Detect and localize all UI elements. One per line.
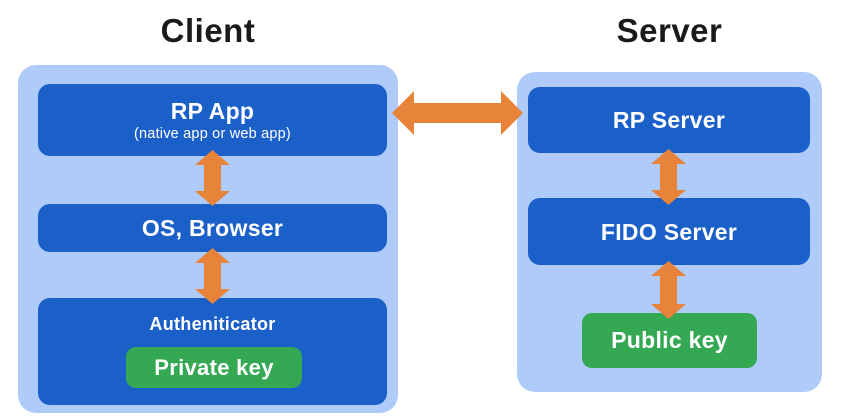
server-section-title: Server: [616, 12, 723, 49]
client-section-title: Client: [160, 12, 256, 49]
double-arrow-vertical-icon: [651, 261, 686, 319]
fido-server-label: FIDO Server: [600, 218, 738, 245]
fido-server-box: FIDO Server: [528, 198, 810, 265]
double-arrow-vertical-icon: [195, 248, 230, 304]
os-browser-box: OS, Browser: [38, 204, 387, 252]
rp-server-label: RP Server: [612, 107, 726, 133]
rp-app-sublabel: (native app or web app): [134, 126, 291, 142]
public-key-label: Public key: [611, 327, 728, 353]
authenticator-label: Autheniticator: [149, 314, 276, 334]
rp-server-box: RP Server: [528, 87, 810, 153]
double-arrow-horizontal-icon: [392, 88, 523, 138]
os-browser-label: OS, Browser: [141, 215, 284, 241]
private-key-box: Private key: [126, 347, 302, 388]
rp-app-label: RP App: [170, 98, 255, 124]
double-arrow-vertical-icon: [195, 150, 230, 206]
private-key-label: Private key: [154, 354, 274, 380]
double-arrow-vertical-icon: [651, 149, 686, 205]
rp-app-box: RP App (native app or web app): [38, 84, 387, 156]
public-key-box: Public key: [582, 313, 757, 368]
